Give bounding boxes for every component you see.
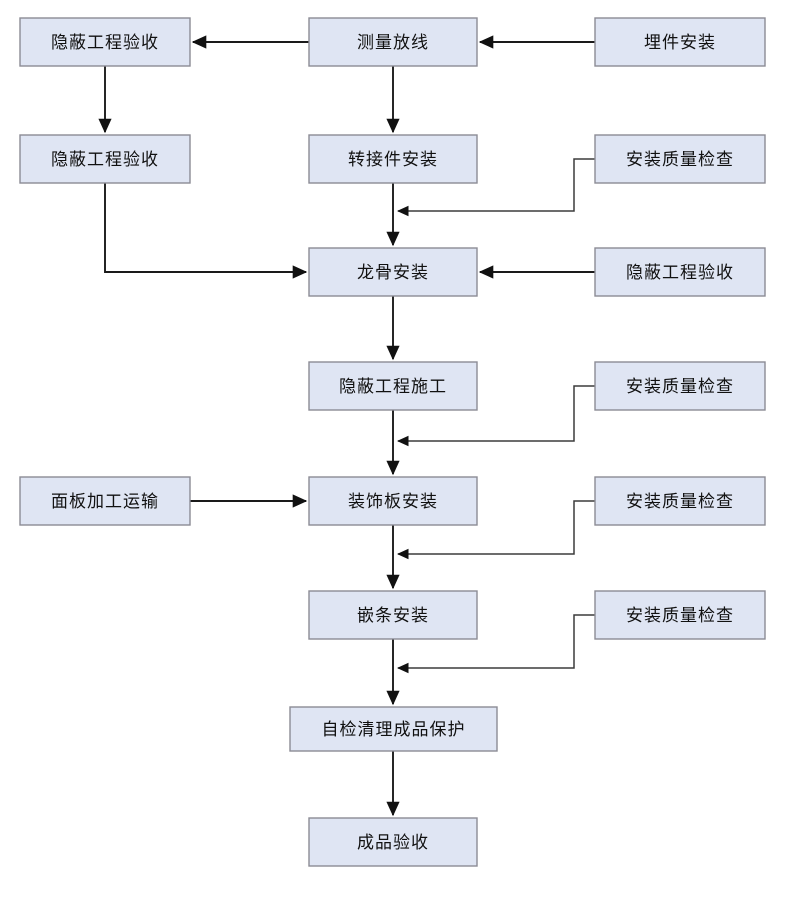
node-label: 安装质量检查	[626, 150, 734, 170]
node-box	[19, 476, 191, 526]
node-label: 埋件安装	[644, 33, 716, 53]
flow-node-n12[interactable]: 装饰板安装	[308, 476, 478, 526]
node-label: 安装质量检查	[626, 606, 734, 626]
flow-node-n15[interactable]: 安装质量检查	[594, 590, 766, 640]
node-label: 隐蔽工程施工	[339, 377, 447, 397]
edge-yinbi2-to-longgu	[104, 183, 308, 279]
edge-check1-to-trunk	[397, 158, 595, 217]
node-box	[308, 134, 478, 184]
flow-node-n6[interactable]: 安装质量检查	[594, 134, 766, 184]
node-label: 隐蔽工程验收	[51, 150, 159, 170]
node-label: 安装质量检查	[626, 492, 734, 512]
flow-node-n13[interactable]: 安装质量检查	[594, 476, 766, 526]
node-label: 隐蔽工程验收	[626, 263, 734, 283]
node-box	[308, 476, 478, 526]
node-box	[594, 17, 766, 67]
flow-node-n1[interactable]: 隐蔽工程验收	[19, 17, 191, 67]
flow-node-n5[interactable]: 转接件安装	[308, 134, 478, 184]
node-box	[594, 476, 766, 526]
flow-node-n11[interactable]: 面板加工运输	[19, 476, 191, 526]
edge-check3-to-trunk	[397, 500, 595, 560]
node-box	[308, 817, 478, 867]
flow-node-n2[interactable]: 测量放线	[308, 17, 478, 67]
node-box	[289, 706, 498, 752]
node-label: 装饰板安装	[348, 492, 438, 512]
node-box	[594, 361, 766, 411]
node-box	[19, 134, 191, 184]
node-box	[594, 134, 766, 184]
flow-node-n4[interactable]: 隐蔽工程验收	[19, 134, 191, 184]
node-box	[308, 590, 478, 640]
edge-check2-to-trunk	[397, 385, 595, 447]
flow-node-n16[interactable]: 自检清理成品保护	[289, 706, 498, 752]
flow-node-n14[interactable]: 嵌条安装	[308, 590, 478, 640]
node-box	[308, 17, 478, 67]
flow-node-n8[interactable]: 隐蔽工程验收	[594, 247, 766, 297]
node-label: 安装质量检查	[626, 377, 734, 397]
node-box	[308, 247, 478, 297]
node-label: 龙骨安装	[357, 263, 429, 283]
node-box	[594, 247, 766, 297]
flow-node-n9[interactable]: 隐蔽工程施工	[308, 361, 478, 411]
node-label: 隐蔽工程验收	[51, 33, 159, 53]
flow-node-n3[interactable]: 埋件安装	[594, 17, 766, 67]
node-label: 嵌条安装	[357, 606, 429, 626]
node-box	[594, 590, 766, 640]
node-box	[308, 361, 478, 411]
node-box	[19, 17, 191, 67]
node-label: 成品验收	[357, 833, 429, 853]
node-label: 测量放线	[357, 33, 429, 53]
nodes-layer: 隐蔽工程验收测量放线埋件安装隐蔽工程验收转接件安装安装质量检查龙骨安装隐蔽工程验…	[19, 17, 766, 867]
flow-node-n7[interactable]: 龙骨安装	[308, 247, 478, 297]
flow-node-n17[interactable]: 成品验收	[308, 817, 478, 867]
edge-check4-to-trunk	[397, 614, 595, 674]
edges-layer	[98, 35, 595, 817]
node-label: 面板加工运输	[51, 492, 159, 512]
node-label: 转接件安装	[348, 150, 438, 170]
node-label: 自检清理成品保护	[322, 720, 466, 740]
flow-node-n10[interactable]: 安装质量检查	[594, 361, 766, 411]
